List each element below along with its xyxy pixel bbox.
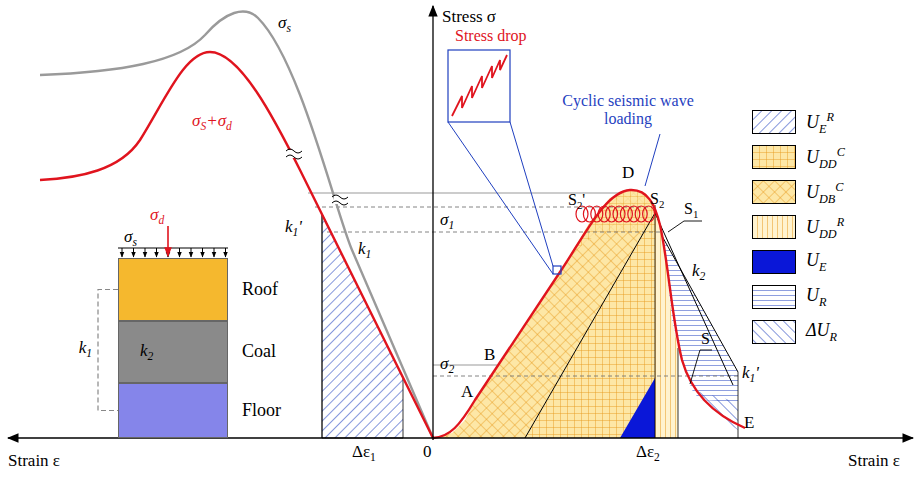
- axis-title: Strain ε: [848, 452, 900, 471]
- leader-line: [448, 122, 553, 274]
- cyclic-loading-coil: [576, 206, 655, 222]
- dynamic-load-arrow: [167, 226, 169, 256]
- stratum-name: Floor: [242, 401, 281, 421]
- stratum-layer: Roof: [118, 258, 282, 321]
- point-label: D: [622, 164, 634, 183]
- legend-swatch: [752, 145, 796, 169]
- leader-line: [690, 350, 712, 384]
- legend-swatch: [752, 285, 796, 309]
- slope-line: [738, 372, 739, 438]
- legend-swatch: [752, 250, 796, 274]
- hatched-region: [525, 213, 655, 438]
- dynamic-curve: [40, 52, 433, 438]
- reference-line: [327, 232, 662, 233]
- stratum-block: [118, 258, 228, 321]
- axis-title: Strain ε: [8, 452, 60, 471]
- legend-label: UR: [806, 286, 826, 309]
- unloading-line: [525, 213, 655, 438]
- callout-label: Stress drop: [455, 27, 527, 45]
- hatched-region: [322, 214, 403, 438]
- stiffness-symbol: k1': [285, 218, 302, 240]
- energy-triangle: [620, 378, 655, 438]
- stiffness-label: k1: [78, 339, 93, 361]
- legend-label: UDDR: [806, 216, 844, 241]
- point-label: S: [701, 330, 710, 348]
- stress-level: σ1: [440, 211, 454, 233]
- stress-level: σ2: [440, 355, 454, 377]
- inset-marker: [553, 266, 561, 274]
- stratum-block: [118, 383, 228, 438]
- strain-increment: Δε2: [636, 443, 660, 465]
- stratum-name: Roof: [242, 280, 278, 300]
- stress-symbol: σs: [278, 14, 291, 36]
- reference-line: [678, 348, 679, 438]
- legend-label: UDDC: [806, 146, 845, 171]
- leader-line: [668, 221, 702, 232]
- stiffness-symbol: k2: [140, 342, 153, 364]
- stress-drop-sawtooth: [452, 55, 507, 116]
- stiffness-symbol: k1': [742, 364, 759, 386]
- hatched-region: [433, 190, 655, 438]
- legend-label: UE: [806, 251, 826, 274]
- leader-line: [645, 134, 660, 186]
- legend-swatch: [752, 180, 796, 204]
- stiffness-bracket: [98, 290, 118, 411]
- axis-title: Stress σ: [442, 8, 496, 27]
- stress-symbol: σS+σd: [192, 112, 232, 134]
- callout-label: Cyclic seismic wave loading: [562, 92, 694, 127]
- break-mark: [286, 149, 348, 205]
- stress-symbol: σs: [124, 228, 137, 250]
- point-label: B: [484, 346, 495, 365]
- stiffness-symbol: k2: [692, 262, 705, 284]
- stiffness-symbol: k1: [358, 240, 371, 262]
- y-axis: [432, 6, 433, 440]
- stratum-layer: Floor: [118, 383, 285, 438]
- legend-label: UDBC: [806, 181, 843, 206]
- legend-swatch: [752, 110, 796, 134]
- legend-label: ΔUR: [806, 321, 837, 344]
- point-label: E: [744, 414, 754, 433]
- static-curve: [40, 12, 433, 438]
- legend-swatch: [752, 215, 796, 239]
- point-label: S2: [650, 190, 664, 211]
- stratum-name: Coal: [242, 342, 276, 362]
- origin-label: 0: [423, 443, 432, 462]
- leader-line: [510, 122, 553, 266]
- slope-line: [662, 236, 738, 372]
- legend-swatch: [752, 320, 796, 344]
- strain-increment: Δε1: [352, 443, 376, 465]
- point-label: S1: [684, 200, 698, 221]
- load-arrows: [122, 248, 226, 257]
- stratum-block: [118, 321, 228, 383]
- inset-box: [448, 50, 510, 122]
- stress-strain-curve: [433, 190, 745, 438]
- legend-label: UER: [806, 111, 834, 136]
- point-label: S2': [568, 191, 585, 212]
- stress-symbol: σd: [150, 206, 164, 228]
- slope-line: [655, 213, 733, 385]
- point-label: A: [461, 383, 473, 402]
- reference-line: [655, 205, 656, 438]
- reference-line: [322, 214, 323, 438]
